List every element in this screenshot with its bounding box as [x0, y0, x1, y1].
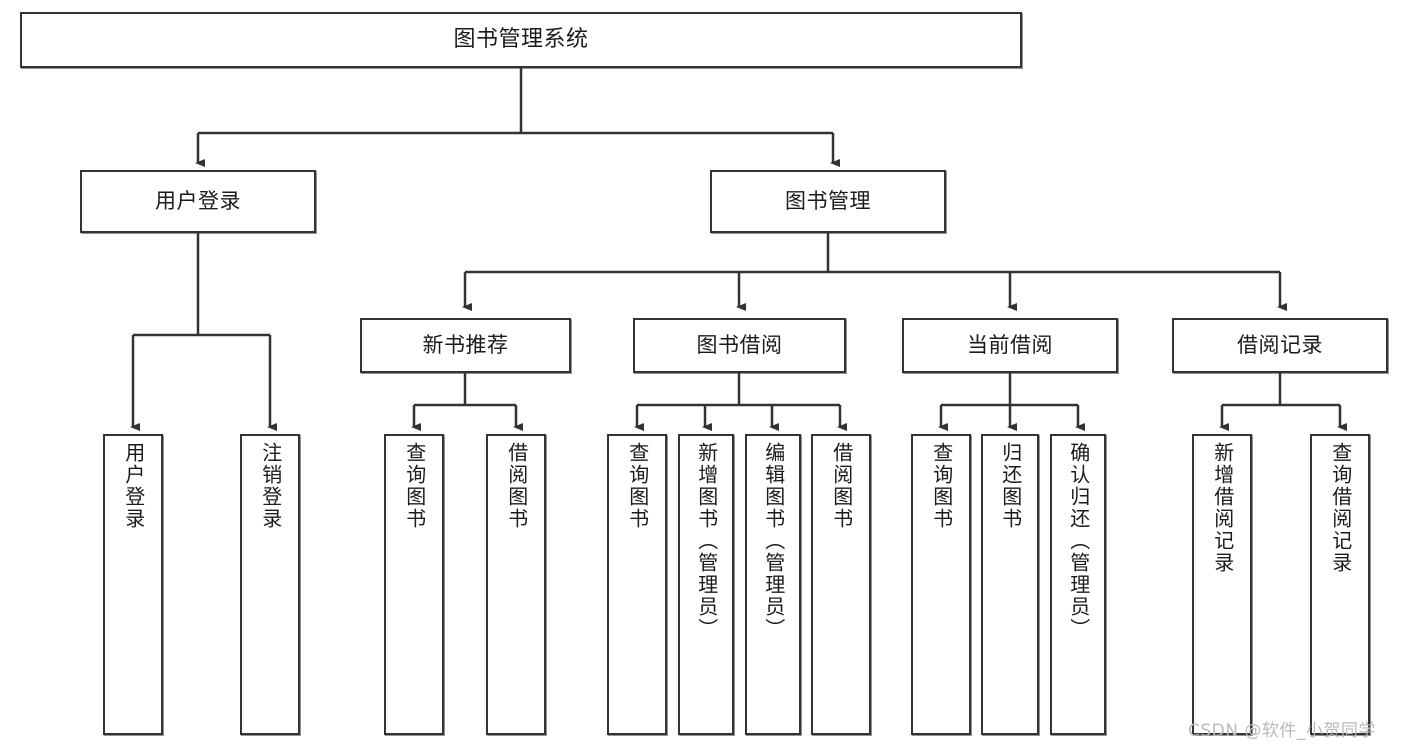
leaf-return-book[interactable]: 归还图书 — [981, 434, 1039, 735]
watermark-text: CSDN @软件_小贺同学 — [1188, 721, 1376, 741]
node-label: 用户登录 — [121, 442, 146, 530]
node-label: 查询图书 — [402, 442, 427, 530]
node-book-borrow[interactable]: 图书借阅 — [633, 318, 846, 373]
node-label: 确认归还（管理员） — [1066, 442, 1091, 640]
node-label: 查询借阅记录 — [1328, 442, 1353, 574]
leaf-borrow-book-recommend[interactable]: 借阅图书 — [486, 434, 546, 735]
leaf-query-borrow-record[interactable]: 查询借阅记录 — [1310, 434, 1370, 735]
node-label: 借阅图书 — [829, 442, 854, 530]
node-label: 注销登录 — [258, 442, 283, 530]
leaf-add-borrow-record[interactable]: 新增借阅记录 — [1192, 434, 1252, 735]
leaf-user-logout[interactable]: 注销登录 — [240, 434, 300, 735]
node-label: 新增图书（管理员） — [694, 442, 719, 640]
node-label: 当前借阅 — [967, 333, 1053, 358]
node-user-login[interactable]: 用户登录 — [80, 170, 316, 233]
node-label: 图书借阅 — [696, 333, 783, 358]
node-label: 借阅记录 — [1237, 333, 1323, 358]
leaf-borrow-book[interactable]: 借阅图书 — [811, 434, 871, 735]
node-label: 图书管理系统 — [453, 27, 589, 53]
node-label: 归还图书 — [998, 442, 1023, 530]
leaf-query-book-recommend[interactable]: 查询图书 — [384, 434, 444, 735]
node-label: 图书管理 — [785, 189, 871, 214]
leaf-query-book-borrow[interactable]: 查询图书 — [607, 434, 667, 735]
node-label: 编辑图书（管理员） — [761, 442, 786, 640]
node-current-borrow[interactable]: 当前借阅 — [902, 318, 1118, 373]
node-borrow-record[interactable]: 借阅记录 — [1172, 318, 1388, 373]
node-label: 新增借阅记录 — [1210, 442, 1235, 574]
node-root-system[interactable]: 图书管理系统 — [20, 12, 1022, 68]
leaf-edit-book[interactable]: 编辑图书（管理员） — [745, 434, 801, 735]
leaf-add-book[interactable]: 新增图书（管理员） — [678, 434, 734, 735]
leaf-query-book-current[interactable]: 查询图书 — [911, 434, 971, 735]
node-label: 用户登录 — [155, 189, 241, 214]
leaf-confirm-return[interactable]: 确认归还（管理员） — [1050, 434, 1106, 735]
node-book-management[interactable]: 图书管理 — [710, 170, 946, 233]
node-label: 借阅图书 — [504, 442, 529, 530]
leaf-user-login[interactable]: 用户登录 — [103, 434, 163, 735]
node-label: 查询图书 — [625, 442, 650, 530]
node-label: 新书推荐 — [422, 333, 509, 358]
node-label: 查询图书 — [929, 442, 954, 530]
node-new-book-recommend[interactable]: 新书推荐 — [360, 318, 571, 373]
